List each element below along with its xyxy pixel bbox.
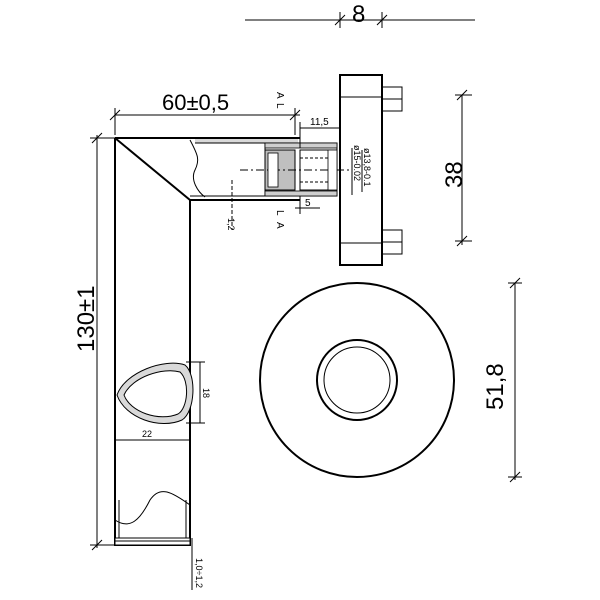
rose-width-dimension: 38 [441,89,472,247]
rose-diameter-dimension: 51,8 [482,277,522,483]
section-mark-top-a: A [274,92,285,99]
lever-cross-section: 18 22 [115,361,211,441]
diameter-labels: ø15-0.02 ø13,8-0.1 [351,145,372,195]
section-height-label: 18 [201,388,211,398]
step-depth-dimension: 5 [295,196,320,214]
section-mark-top-l: L [274,103,285,109]
rose-thickness-label: 8 [352,1,365,28]
rose-side-view [339,74,403,266]
lever-height-dimension: 130±1 [73,132,115,551]
section-mark-top: A L [274,92,285,109]
bore-depth-dimension: 11,5 [299,117,340,148]
rose-width-label: 38 [441,161,468,188]
section-mark-bottom: L A [274,210,285,229]
socket-section [240,142,350,197]
rose-front-view [259,282,455,478]
bore-depth-label: 11,5 [310,117,329,128]
section-width-label: 22 [142,429,152,439]
lever-height-label: 130±1 [73,285,100,352]
lever-length-dimension: 60±0,5 [109,90,301,135]
end-wall-label: 1,0÷1,2 [194,558,204,588]
rose-diameter-label: 51,8 [482,363,509,410]
section-mark-bottom-a: A [274,222,285,229]
end-wall-dimension: 1,0÷1,2 [191,538,204,590]
section-mark-bottom-l: L [274,210,285,216]
inner-diameter-label: ø13,8-0.1 [362,148,372,187]
tube-wall-label: 1,2 [226,218,236,231]
lever-body [114,137,300,546]
outer-diameter-label: ø15-0.02 [352,145,362,181]
lever-length-label: 60±0,5 [162,90,229,115]
rose-thickness-dimension: 8 [245,1,475,28]
step-depth-label: 5 [305,198,311,209]
